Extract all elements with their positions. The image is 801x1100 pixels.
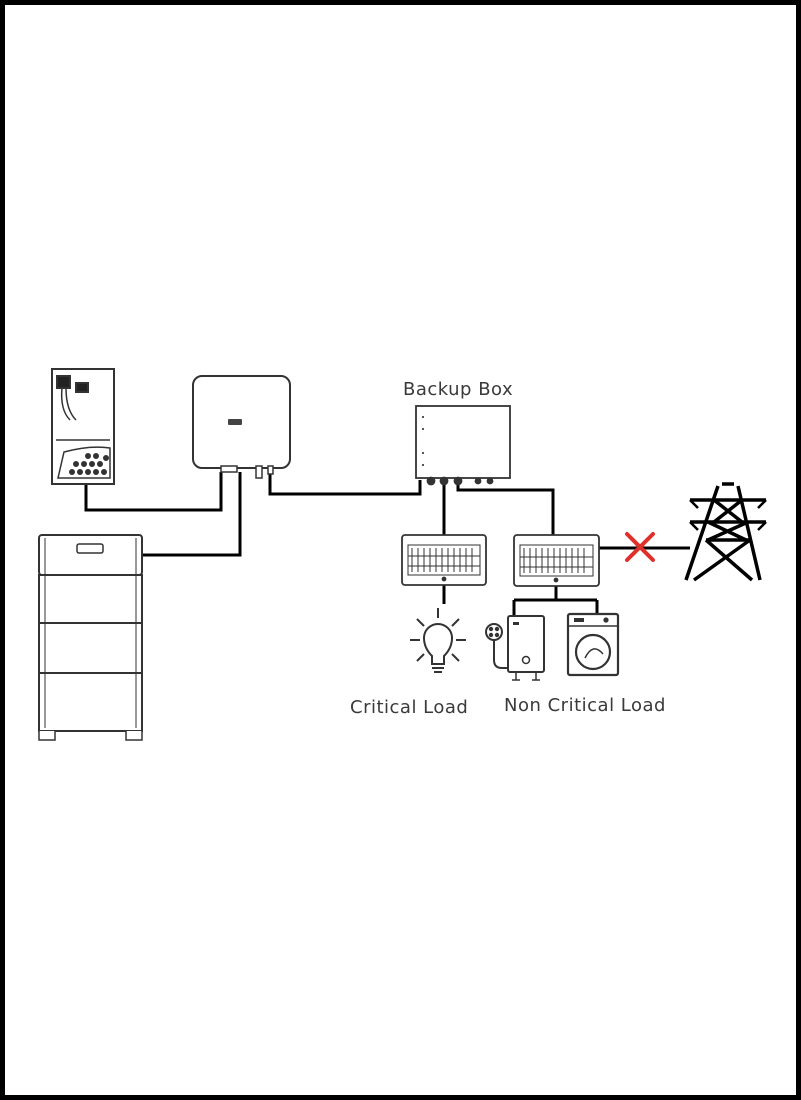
distribution-board-icon [401,534,487,586]
backup-to-noncritical-db-wire [456,482,555,537]
backup-box-label: Backup Box [403,379,514,400]
non-critical-load-label: Non Critical Load [504,695,666,716]
backup-box-icon [415,405,511,486]
pv-to-inverter-wire [84,472,223,512]
shower-icon [485,623,514,669]
inverter-to-backup-wire [268,470,422,496]
battery-to-inverter-wire [142,472,242,557]
water-heater-icon [507,615,545,681]
light-bulb-icon [410,608,466,673]
wiring [84,470,690,616]
noncritical-db-to-appliances-wire [512,586,599,616]
solar-panel-icon [51,368,115,485]
inverter-icon [192,375,291,479]
transmission-tower-icon [684,482,767,582]
distribution-board-icon [513,534,600,587]
washing-machine-icon [566,612,620,677]
battery-stack-icon [38,534,143,741]
critical-load-label: Critical Load [350,697,469,718]
system-diagram [38,368,767,741]
cross-mark-icon [625,532,655,562]
